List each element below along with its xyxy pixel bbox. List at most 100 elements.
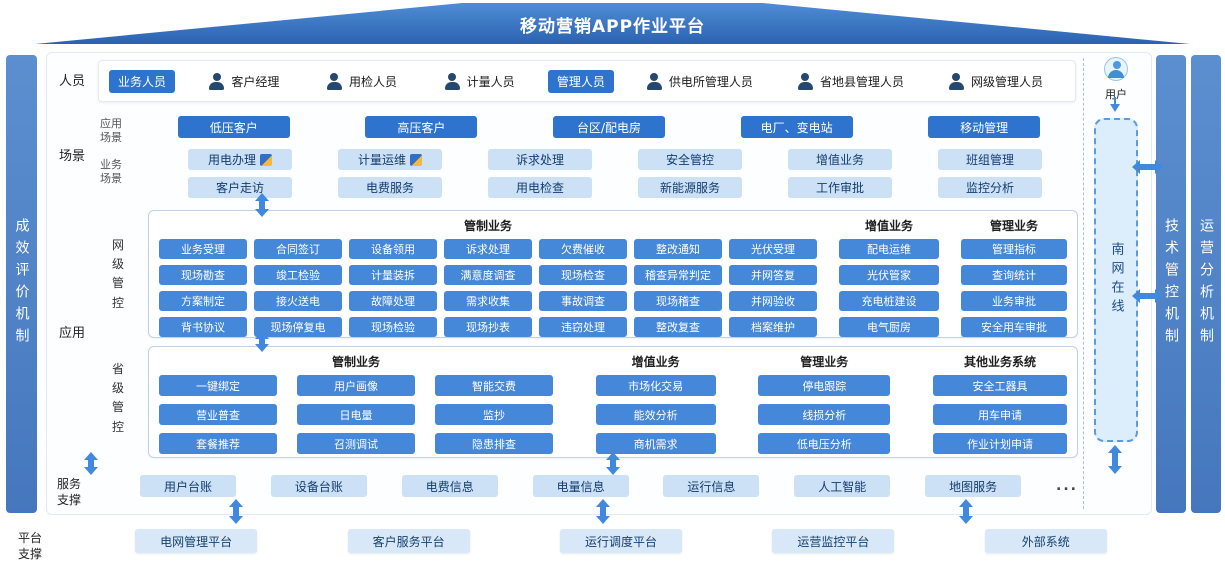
province-management-chip: 低电压分析 <box>758 433 891 454</box>
service-chip-label: 用户台账 <box>163 479 212 494</box>
service-row-label: 服务支撑 <box>56 477 81 508</box>
scene-row-label: 场景 <box>58 149 85 164</box>
province-regulated-chip-label: 营业普查 <box>196 408 240 422</box>
network-management-chip-label: 安全用车审批 <box>981 321 1047 334</box>
province-value-section: 增值业务 市场化交易能效分析商机需求 <box>595 352 716 454</box>
user-figure: 用户 <box>1092 57 1140 102</box>
app-scene-row: 低压客户高压客户台区/配电房电厂、变电站移动管理 <box>140 116 1078 138</box>
biz-scene-chip-label: 班组管理 <box>965 153 1014 167</box>
personnel-row: 业务人员 客户经理用检人员计量人员 管理人员 供电所管理人员省地县管理人员网级管… <box>98 60 1076 102</box>
province-other-grid: 安全工器具用车申请作业计划申请 <box>932 375 1067 454</box>
network-regulated-chip: 诉求处理 <box>444 239 532 259</box>
province-regulated-chip-label: 隐患排查 <box>472 437 516 451</box>
manager-members: 供电所管理人员省地县管理人员网级管理人员 <box>624 72 1065 90</box>
app-scene-chip-label: 低压客户 <box>209 120 258 135</box>
person: 网级管理人员 <box>948 72 1043 90</box>
network-regulated-chip: 并网验收 <box>729 291 817 311</box>
service-chip-label: 电费信息 <box>425 479 474 494</box>
network-regulated-chip: 现场检验 <box>349 317 437 337</box>
biz-scene-chip: 工作审批 <box>788 177 892 198</box>
platform-chip-label: 外部系统 <box>1021 534 1070 549</box>
network-regulated-chip-label: 整改通知 <box>656 243 700 256</box>
network-management-chip-label: 管理指标 <box>992 243 1036 256</box>
network-regulated-chip-label: 方案制定 <box>181 295 225 308</box>
network-regulated-chip: 现场检查 <box>539 265 627 285</box>
service-chip-label: 人工智能 <box>818 479 867 494</box>
app-scene-chip-label: 移动管理 <box>960 120 1009 135</box>
biz-scene-chip-label: 诉求处理 <box>515 153 564 167</box>
network-regulated-chip-label: 计量装拆 <box>371 269 415 282</box>
page-title: 移动营销APP作业平台 <box>519 17 706 37</box>
person-label: 供电所管理人员 <box>668 74 753 89</box>
province-regulated-chip-label: 召测调试 <box>334 437 378 451</box>
application-row-label: 应用 <box>58 326 85 341</box>
network-regulated-chip: 设备领用 <box>349 239 437 259</box>
province-other-chip: 用车申请 <box>932 404 1067 425</box>
platform-chip-label: 客户服务平台 <box>372 534 445 549</box>
flow-arrow-scene-to-network <box>255 193 269 217</box>
network-regulated-chip-label: 现场检查 <box>561 269 605 282</box>
network-regulated-grid: 业务受理合同签订设备领用诉求处理欠费催收整改通知光伏受理现场勘查竣工检验计量装拆… <box>159 239 817 337</box>
app-scene-chip-label: 高压客户 <box>397 120 446 135</box>
network-regulated-chip-label: 档案维护 <box>751 321 795 334</box>
user-icon <box>1104 57 1128 81</box>
province-value-chip: 能效分析 <box>595 404 716 425</box>
flow-arrow-app-to-service-center <box>606 452 620 475</box>
network-regulated-chip-label: 欠费催收 <box>561 243 605 256</box>
service-chip-label: 电量信息 <box>556 479 605 494</box>
network-regulated-chip-label: 现场抄表 <box>466 321 510 334</box>
province-other-chip-label: 用车申请 <box>977 408 1022 422</box>
network-regulated-chip: 光伏受理 <box>729 239 817 259</box>
biz-scene-chip-label: 计量运维 <box>357 153 406 167</box>
service-chip-label: 运行信息 <box>687 479 736 494</box>
network-level-label: 网级管控 <box>111 238 124 310</box>
network-value-chip: 电气厨房 <box>839 317 939 337</box>
province-other-chip-label: 作业计划申请 <box>966 437 1033 451</box>
biz-scene-chip-label: 电费服务 <box>365 181 414 195</box>
network-regulated-chip-label: 稽查异常判定 <box>645 269 711 282</box>
network-regulated-chip-label: 接火送电 <box>276 295 320 308</box>
network-regulated-chip: 事故调查 <box>539 291 627 311</box>
platform-chip: 电网管理平台 <box>135 529 258 553</box>
biz-scene-chip: 用电办理 <box>188 149 292 170</box>
person-icon <box>948 72 965 90</box>
network-regulated-chip: 整改通知 <box>634 239 722 259</box>
personnel-row-label: 人员 <box>58 74 85 89</box>
channel-label: 南网在线 <box>1108 242 1124 318</box>
province-regulated-chip-label: 监抄 <box>483 408 505 422</box>
platform-row: 电网管理平台客户服务平台运行调度平台运营监控平台外部系统 <box>90 529 1152 553</box>
person-icon <box>646 72 663 90</box>
network-management-chip-label: 查询统计 <box>992 269 1036 282</box>
province-management-chip-label: 线损分析 <box>802 408 847 422</box>
network-regulated-chip-label: 故障处理 <box>371 295 415 308</box>
network-regulated-chip-label: 现场检验 <box>371 321 415 334</box>
province-value-header: 增值业务 <box>631 355 680 369</box>
platform-chip-label: 电网管理平台 <box>160 534 233 549</box>
network-regulated-chip-label: 设备领用 <box>371 243 415 256</box>
province-regulated-chip-label: 用户画像 <box>334 379 378 393</box>
mechanism-bar-operation: 运营分析机制 <box>1191 55 1221 513</box>
person-label: 用检人员 <box>348 74 397 89</box>
network-regulated-chip: 现场稽查 <box>634 291 722 311</box>
app-scene-chip: 台区/配电房 <box>552 116 665 138</box>
province-regulated-chip: 召测调试 <box>297 433 415 454</box>
biz-scene-chip-label: 增值业务 <box>815 153 864 167</box>
person: 用检人员 <box>326 72 397 90</box>
network-regulated-chip-label: 整改复查 <box>656 321 700 334</box>
network-value-chip-label: 配电运维 <box>867 243 911 256</box>
province-regulated-chip-label: 套餐推荐 <box>196 437 240 451</box>
service-chip: 运行信息 <box>663 475 760 497</box>
biz-scene-chip-label: 监控分析 <box>965 181 1014 195</box>
province-regulated-section: 管制业务 一键绑定用户画像智能交费营业普查日电量监抄套餐推荐召测调试隐患排查 <box>159 352 553 454</box>
person-icon <box>326 72 343 90</box>
person: 计量人员 <box>444 72 515 90</box>
banner: 移动营销APP作业平台 <box>35 3 1190 44</box>
network-management-header: 管理业务 <box>989 219 1038 233</box>
network-management-chip: 查询统计 <box>961 265 1067 285</box>
province-other-chip: 作业计划申请 <box>932 433 1067 454</box>
province-management-section: 管理业务 停电跟踪线损分析低电压分析 <box>758 352 891 454</box>
app-scene-chip: 移动管理 <box>928 116 1041 138</box>
flow-arrow-service-to-platform-right <box>959 499 973 524</box>
network-regulated-chip: 欠费催收 <box>539 239 627 259</box>
